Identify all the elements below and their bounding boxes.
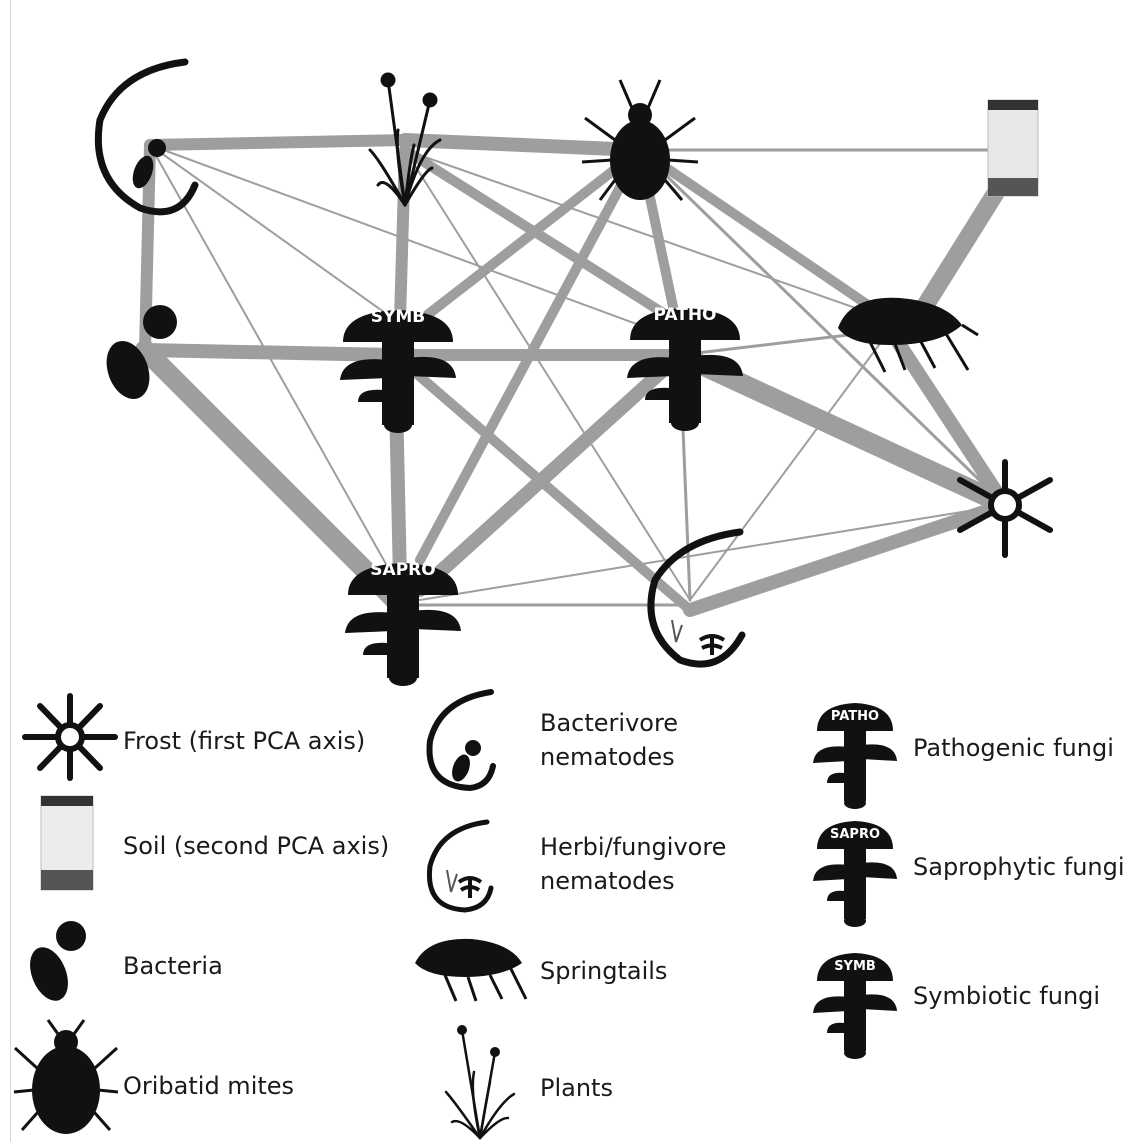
herbivore-nematode-icon — [647, 528, 746, 668]
legend-label-oribatid-mites: Oribatid mites — [123, 1072, 295, 1100]
edge — [404, 149, 891, 321]
legend-label-bacterivore-nematodes-line1: Bacterivore — [540, 709, 679, 737]
edge — [683, 498, 1012, 617]
saprophytic-fungi-icon: SAPRO — [813, 821, 897, 927]
patho-node-label: PATHO — [653, 305, 716, 325]
pathogenic-fungi-node: PATHO — [627, 305, 743, 431]
bacterivore-nematode-icon — [94, 58, 199, 216]
plant-icon — [368, 72, 442, 207]
legend-label-soil: Soil (second PCA axis) — [123, 832, 390, 860]
edge — [398, 133, 647, 157]
herbivore-nematode-icon — [426, 819, 494, 913]
legend-label-bacteria: Bacteria — [123, 952, 223, 980]
legend-label-bacterivore-nematodes-line2: nematodes — [540, 743, 675, 771]
bacteria-icon — [30, 921, 86, 1001]
legend-label-herbivore-nematodes-line2: nematodes — [540, 867, 675, 895]
legend-label-pathogenic-fungi: Pathogenic fungi — [913, 734, 1114, 762]
edge — [413, 348, 687, 597]
symb-node-label: SYMB — [371, 307, 425, 327]
legend-label-herbivore-nematodes-line1: Herbi/fungivore — [540, 833, 727, 861]
edge — [638, 148, 1007, 507]
legend-label-frost: Frost (first PCA axis) — [123, 727, 366, 755]
symbiotic-fungi-icon: SYMB — [813, 953, 897, 1059]
frost-icon — [22, 693, 118, 781]
soil-icon — [987, 99, 1039, 197]
figure-left-border — [10, 0, 11, 1142]
patho-icon-label: PATHO — [831, 709, 879, 724]
oribatid-mite-icon — [581, 79, 699, 201]
edge — [135, 340, 405, 610]
edge — [419, 504, 1006, 601]
symbiotic-fungi-node: SYMB — [340, 307, 456, 433]
edge — [138, 343, 402, 362]
edge — [149, 144, 396, 321]
legend-label-symbiotic-fungi: Symbiotic fungi — [913, 982, 1101, 1010]
springtail-icon — [415, 938, 528, 1002]
symb-icon-label: SYMB — [834, 959, 876, 974]
edge — [883, 323, 1012, 512]
legend-label-saprophytic-fungi: Saprophytic fungi — [913, 853, 1125, 881]
edge — [390, 145, 645, 345]
network-diagram: SYMB PATHO SAPRO — [94, 58, 1053, 686]
edge — [689, 329, 891, 601]
edge — [149, 144, 396, 581]
edge — [670, 345, 1015, 515]
edge — [149, 144, 681, 341]
bacterivore-nematode-icon — [426, 689, 496, 792]
sapro-icon-label: SAPRO — [830, 827, 880, 842]
legend-label-plants: Plants — [540, 1074, 613, 1102]
edge — [404, 149, 691, 601]
saprophytic-fungi-node: SAPRO — [345, 560, 461, 686]
edge — [144, 134, 411, 151]
sapro-node-label: SAPRO — [370, 560, 435, 580]
edge — [394, 144, 411, 326]
pathogenic-fungi-icon: PATHO — [813, 703, 897, 809]
plant-icon — [444, 1025, 516, 1140]
springtail-icon — [838, 297, 979, 373]
frost-icon — [957, 459, 1053, 558]
bacteria-icon — [106, 305, 177, 400]
edges — [135, 133, 1019, 617]
soil-icon — [40, 795, 94, 891]
oribatid-mite-icon — [13, 1019, 119, 1134]
edge — [635, 145, 895, 325]
edge — [400, 145, 695, 335]
legend-label-springtails: Springtails — [540, 957, 668, 985]
